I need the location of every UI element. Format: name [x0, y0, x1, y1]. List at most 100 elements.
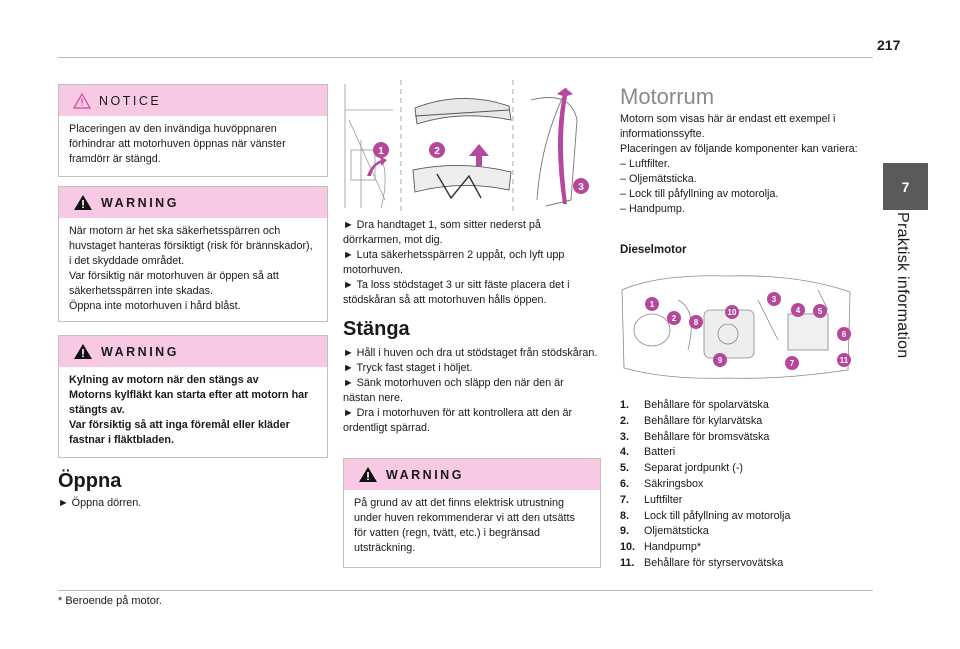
hood-opening-illustration: 1 2 3	[341, 80, 599, 212]
warning-line: Var försiktig så att inga föremål eller …	[69, 419, 290, 446]
list-item: 3. Behållare för bromsvätska	[620, 430, 870, 446]
hood-illustration-svg: 1 2 3	[344, 80, 589, 212]
hood-step: ► Dra handtaget 1, som sitter nederst på…	[343, 219, 541, 246]
engine-callout-9: 9	[718, 356, 723, 365]
warning-title: WARNING	[101, 344, 179, 359]
item-label: Luftfilter	[644, 493, 683, 506]
item-label: Lock till påfyllning av motorolja	[644, 509, 791, 522]
warning-box-hot-engine: WARNING När motorn är het ska säkerhetss…	[58, 186, 328, 322]
intro-line: Motorn som visas här är endast ett exemp…	[620, 113, 836, 140]
engine-intro: Motorn som visas här är endast ett exemp…	[620, 112, 870, 217]
hood-callout-3: 3	[578, 182, 584, 193]
notice-box: NOTICE Placeringen av den invändiga huvö…	[58, 84, 328, 177]
item-label: Behållare för styrservovätska	[644, 556, 784, 569]
warning-title: WARNING	[101, 195, 179, 210]
close-steps: ► Håll i huven och dra ut stödstaget frå…	[343, 346, 599, 436]
top-rule	[58, 57, 873, 58]
engine-callout-4: 4	[796, 306, 801, 315]
close-step: ► Håll i huven och dra ut stödstaget frå…	[343, 347, 598, 359]
item-number: 5.	[620, 462, 630, 475]
item-number: 3.	[620, 430, 630, 443]
item-label: Batteri	[644, 446, 676, 459]
list-item: 1. Behållare för spolarvätska	[620, 398, 870, 414]
intro-line: – Luftfilter.	[620, 158, 670, 170]
list-item: 6. Säkringsbox	[620, 477, 870, 493]
close-heading: Stänga	[343, 318, 410, 340]
close-step: ► Tryck fast staget i höljet.	[343, 362, 473, 374]
engine-illustration-svg: 1 2 3 4 5 6 7 8 9 10 11	[621, 275, 851, 379]
page-number: 217	[877, 37, 901, 53]
warning-title: WARNING	[386, 467, 464, 482]
warning-line: Var försiktig när motorhuven är öppen så…	[69, 270, 279, 297]
engine-callout-3: 3	[772, 295, 777, 304]
bottom-rule	[58, 590, 873, 591]
warning-line: Öppna inte motorhuven i hård blåst.	[69, 300, 241, 312]
item-number: 11.	[620, 556, 635, 569]
list-item: 5. Separat jordpunkt (-)	[620, 461, 870, 477]
engine-callout-5: 5	[818, 307, 823, 316]
item-number: 8.	[620, 509, 630, 522]
list-item: 9. Oljemätsticka	[620, 524, 870, 540]
close-step: ► Sänk motorhuven och släpp den när den …	[343, 377, 564, 404]
item-label: Behållare för kylarvätska	[644, 414, 763, 427]
intro-line: – Handpump.	[620, 203, 685, 215]
footnote: * Beroende på motor.	[58, 595, 162, 607]
item-number: 4.	[620, 446, 630, 459]
warning-line: När motorn är het ska säkerhetsspärren o…	[69, 225, 313, 267]
engine-callout-1: 1	[650, 300, 655, 309]
engine-callout-6: 6	[842, 330, 847, 339]
hood-callout-2: 2	[434, 146, 440, 157]
item-number: 1.	[620, 399, 630, 411]
list-item: 2. Behållare för kylarvätska	[620, 414, 870, 430]
warning-line: Kylning av motorn när den stängs av	[69, 374, 259, 386]
warning-box-electrical: WARNING På grund av att det finns elektr…	[343, 458, 601, 568]
notice-title: NOTICE	[99, 93, 162, 108]
engine-callout-7: 7	[790, 359, 795, 368]
warning-triangle-filled-icon	[74, 344, 92, 359]
list-item: 11. Behållare för styrservovätska	[620, 556, 870, 572]
chapter-tab: 7	[883, 163, 928, 210]
item-number: 10.	[620, 541, 636, 554]
warning-triangle-outline-icon	[73, 92, 91, 109]
engine-compartment-illustration: 1 2 3 4 5 6 7 8 9 10 11	[618, 270, 854, 382]
item-label: Handpump*	[644, 541, 702, 554]
component-list: 1. Behållare för spolarvätska 2. Behållare…	[620, 398, 870, 572]
engine-callout-10: 10	[728, 308, 737, 317]
hood-step: ► Ta loss stödstaget 3 ur sitt fäste pla…	[343, 279, 570, 306]
item-label: Separat jordpunkt (-)	[644, 462, 744, 475]
open-step: ► Öppna dörren.	[58, 497, 142, 509]
item-number: 9.	[620, 525, 630, 538]
list-item: 10. Handpump*	[620, 540, 870, 556]
notice-text: Placeringen av den invändiga huvöppnaren…	[69, 123, 286, 165]
item-number: 7.	[620, 493, 630, 506]
warning-text: På grund av att det finns elektrisk utru…	[354, 497, 575, 554]
warning-body: När motorn är het ska säkerhetsspärren o…	[59, 218, 327, 320]
item-number: 2.	[620, 414, 630, 427]
engine-callout-8: 8	[694, 318, 699, 327]
item-label: Behållare för spolarvätska	[644, 399, 769, 411]
item-number: 6.	[620, 477, 630, 490]
list-item: 8. Lock till påfyllning av motorolja	[620, 509, 870, 525]
item-label: Behållare för bromsvätska	[644, 430, 770, 443]
engine-callout-2: 2	[672, 314, 677, 323]
warning-triangle-filled-icon	[74, 195, 92, 210]
intro-line: Placeringen av följande komponenter kan …	[620, 143, 858, 155]
list-item: 7. Luftfilter	[620, 493, 870, 509]
engine-callout-11: 11	[840, 356, 849, 365]
warning-body: Kylning av motorn när den stängs av Moto…	[59, 367, 327, 454]
warning-triangle-filled-icon	[359, 467, 377, 482]
intro-line: – Oljemätsticka.	[620, 173, 697, 185]
diesel-subheading: Dieselmotor	[620, 244, 687, 256]
engine-heading: Motorrum	[620, 84, 715, 109]
intro-line: – Lock till påfyllning av motorolja.	[620, 188, 779, 200]
chapter-title: Praktisk information	[894, 212, 911, 359]
warning-box-fan: WARNING Kylning av motorn när den stängs…	[58, 335, 328, 458]
hood-callout-1: 1	[378, 146, 384, 157]
hood-step: ► Luta säkerhetsspärren 2 uppåt, och lyf…	[343, 249, 565, 276]
list-item: 4. Batteri	[620, 445, 870, 461]
item-label: Säkringsbox	[644, 477, 704, 490]
chapter-number: 7	[901, 178, 910, 195]
hood-steps: ► Dra handtaget 1, som sitter nederst på…	[343, 218, 599, 308]
close-step: ► Dra i motorhuven för att kontrollera a…	[343, 407, 573, 434]
item-label: Oljemätsticka	[644, 525, 709, 538]
